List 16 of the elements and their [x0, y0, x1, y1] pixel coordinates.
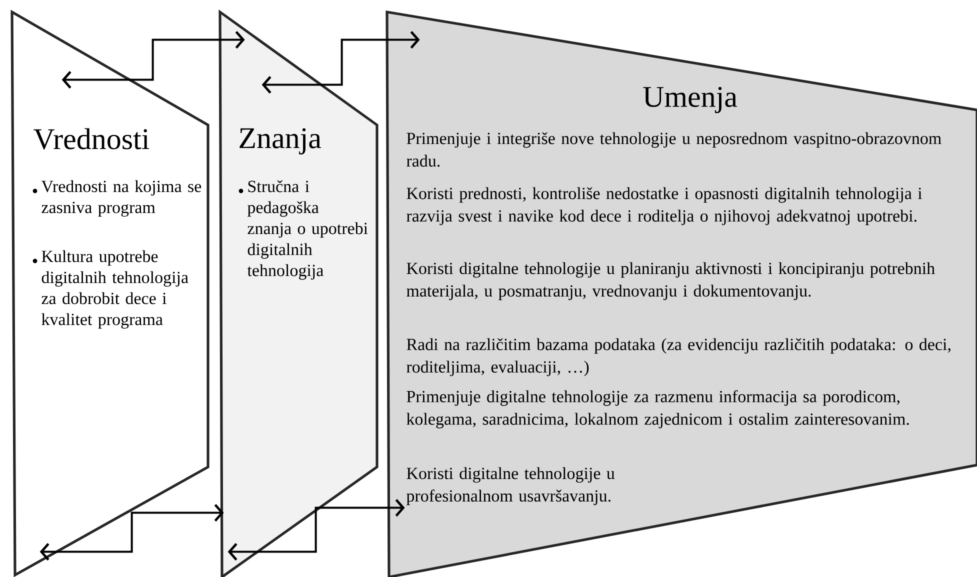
- step-arrow: [228, 499, 405, 561]
- panel-heading: Vrednosti: [34, 128, 150, 150]
- paragraph-text: Radi na različitim bazama podataka (za evidenciju različitih podataka: o deci, roditeljima, evaluaciji, …): [406, 338, 950, 376]
- step-arrow: [262, 31, 420, 94]
- panel-heading: Znanja: [240, 128, 322, 154]
- step-arrow: [62, 31, 245, 89]
- paragraph-text: Koristi digitalne tehnologije u planiranju aktivnosti i koncipiranju potrebnih materijala, u posmatranju, vrednovanju i dokumentovanju.: [406, 262, 935, 300]
- paragraph-text: Primenjuje i integriše nove tehnologije u neposrednom vaspitno-obrazovnom radu.: [406, 132, 942, 167]
- bullet-text: Vrednosti na kojima se zasniva program: [41, 180, 202, 217]
- paragraph-text: Koristi prednosti, kontroliše nedostatke i opasnosti digitalnih tehnologija i razvija svest i navike kod dece i roditelja o njihovoj adekvatnoj upotrebi.: [406, 187, 922, 226]
- panel-heading: Umenja: [643, 86, 738, 114]
- bullet-text: Kultura upotrebe digitalnih tehnologija za dobrobit dece i kvalitet programa: [42, 250, 188, 329]
- paragraph-text: Primenjuje digitalne tehnologije za razmenu informacija sa porodicom, kolegama, saradnicima, lokalnom zajednicom i ostalim zainteresovanim.: [406, 390, 909, 428]
- paragraph-text: Koristi digitalne tehnologije u profesionalnom usavršavanju.: [406, 467, 615, 506]
- step-arrow: [40, 504, 224, 561]
- bullet-text: Stručna i pedagoška znanja o upotrebi digitalnih tehnologija: [247, 180, 368, 280]
